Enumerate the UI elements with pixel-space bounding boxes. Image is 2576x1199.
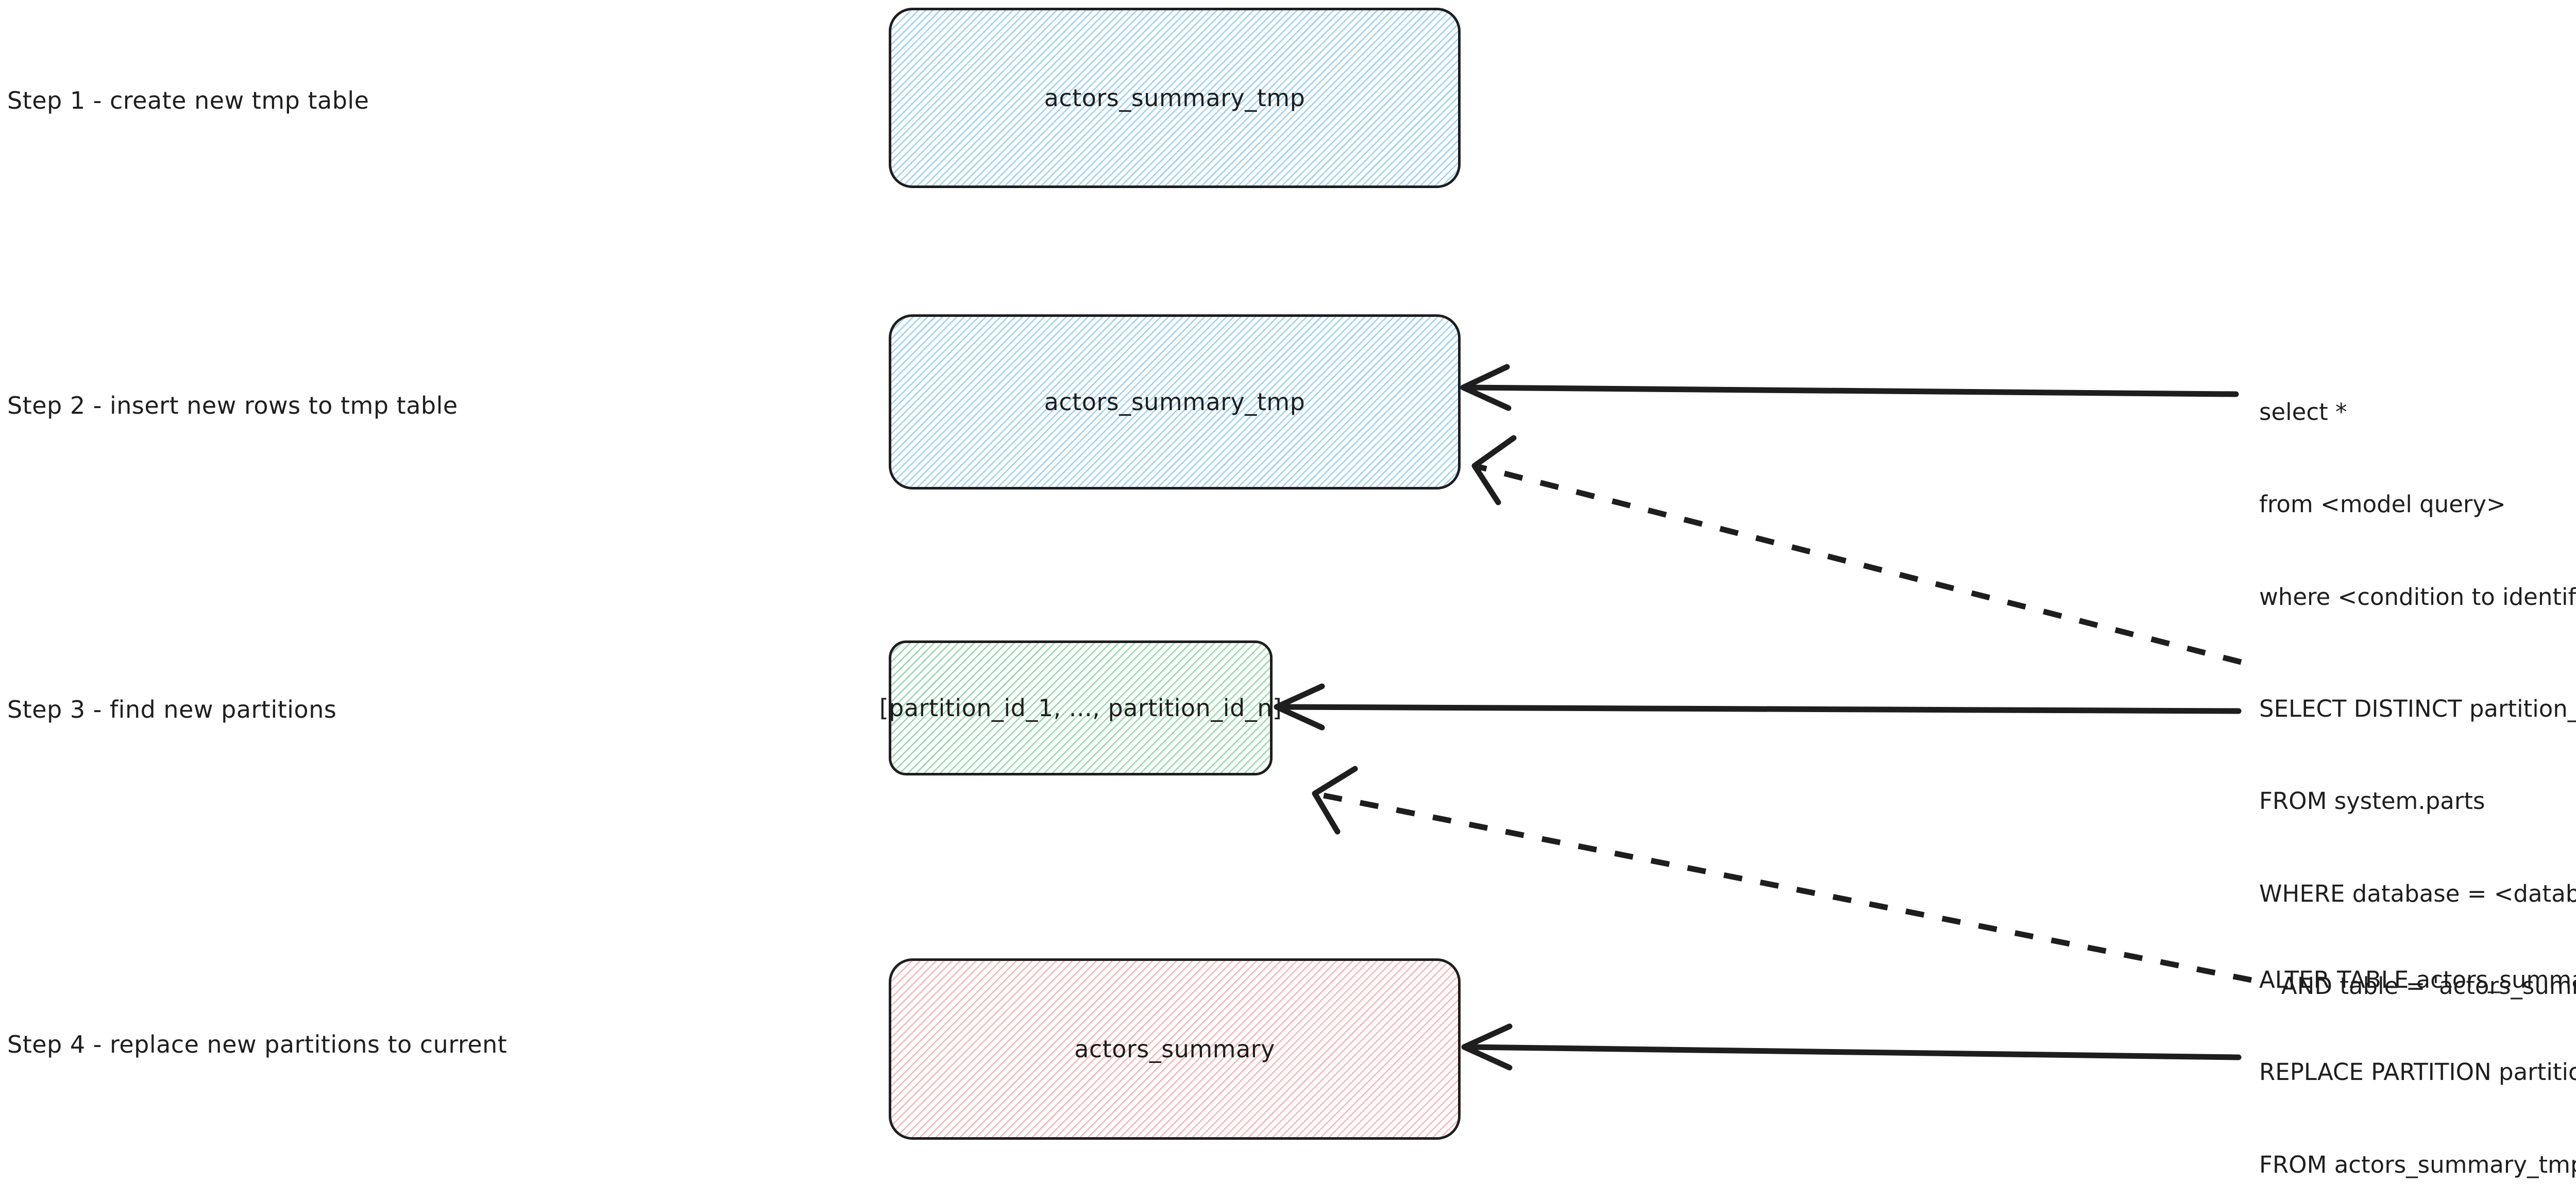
code-line: FROM actors_summary_tmp, [2259, 1151, 2576, 1178]
node-tmp-table-step1[interactable]: actors_summary_tmp [889, 8, 1461, 188]
arrow-replace-sql-to-partition-list [1312, 766, 2252, 983]
node-tmp-table-step2[interactable]: actors_summary_tmp [889, 314, 1461, 489]
hachure-fill-pink [891, 961, 1458, 1137]
code-find-partitions: SELECT DISTINCT partition_id FROM system… [2259, 632, 2576, 1063]
hachure-fill-blue [891, 317, 1458, 487]
code-line: FROM system.parts [2259, 787, 2485, 815]
node-label-tmp-table-step1: actors_summary_tmp [1044, 84, 1306, 112]
code-line: SELECT DISTINCT partition_id [2259, 695, 2576, 722]
code-line: ALTER TABLE actors_summary [2259, 966, 2576, 993]
node-label-actors-summary: actors_summary [1074, 1035, 1275, 1063]
code-line: AND table = 'actors_summary_tmp' [2281, 972, 2576, 1000]
code-line: WHERE database = <database> [2259, 880, 2576, 907]
node-partition-list[interactable]: [partition_id_1, ..., partition_id_n] [879, 640, 1282, 775]
step-label-4: Step 4 - replace new partitions to curre… [7, 1031, 507, 1058]
hachure-fill-blue [891, 10, 1458, 185]
node-label-tmp-table-step2: actors_summary_tmp [1044, 388, 1306, 416]
hachure-fill-green [891, 643, 1270, 773]
arrow-find-partitions-sql-to-tmp-table [1471, 435, 2242, 665]
step-label-2: Step 2 - insert new rows to tmp table [7, 392, 458, 419]
node-actors-summary[interactable]: actors_summary [889, 958, 1461, 1140]
code-replace-partitions: ALTER TABLE actors_summary REPLACE PARTI… [2259, 903, 2576, 1199]
arrow-replace-sql-to-actors-summary [1461, 1023, 2242, 1071]
arrow-insert-sql-to-tmp-table [1460, 364, 2239, 411]
code-insert-query: select * from <model query> where <condi… [2259, 335, 2576, 674]
code-line: where <condition to identify new> [2259, 583, 2576, 611]
step-label-1: Step 1 - create new tmp table [7, 87, 369, 114]
arrow-find-partitions-sql-to-partition-list [1274, 683, 2242, 731]
code-line: select * [2259, 398, 2347, 426]
code-line: from <model query> [2259, 491, 2506, 518]
code-line: REPLACE PARTITION partition_id_1 [2259, 1058, 2576, 1086]
node-label-partition-list: [partition_id_1, ..., partition_id_n] [879, 694, 1282, 722]
step-label-3: Step 3 - find new partitions [7, 696, 337, 723]
